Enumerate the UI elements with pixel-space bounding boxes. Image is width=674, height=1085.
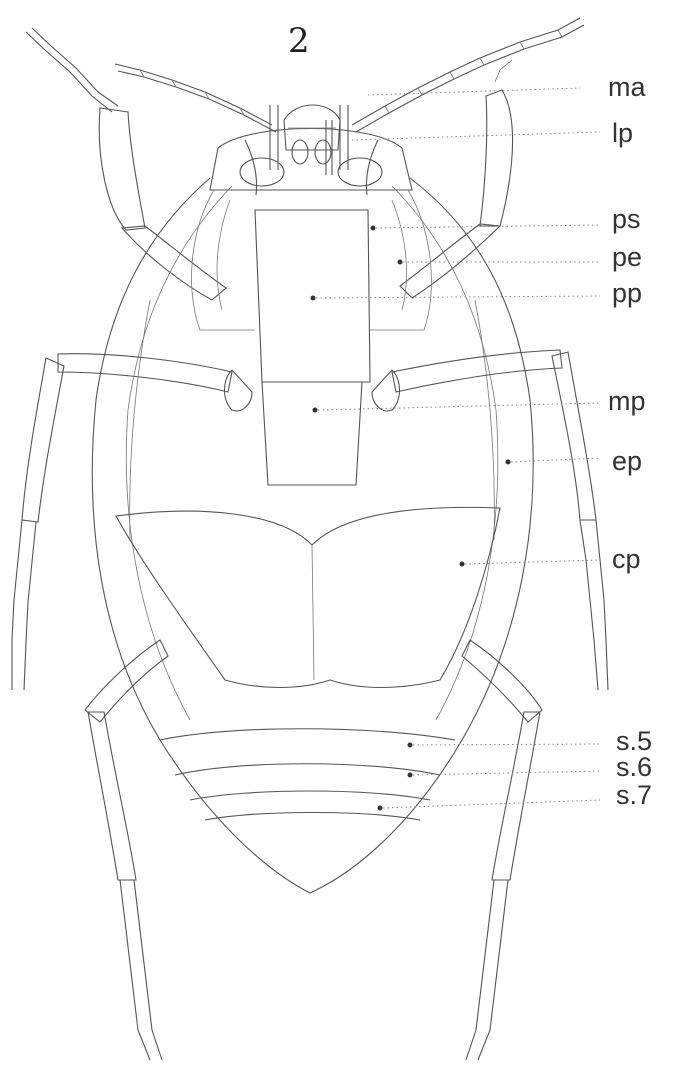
label-s6: s.6: [616, 752, 652, 782]
mesosternum: [225, 370, 400, 485]
hind-legs: [85, 640, 542, 1060]
leader-lines: [311, 88, 601, 811]
label-pe: pe: [612, 242, 642, 272]
label-cp: cp: [612, 544, 641, 574]
antennae: [115, 18, 584, 175]
label-ma: ma: [608, 72, 646, 102]
labels: ma lp ps pe pp mp ep cp s.5 s.6 s.7: [608, 72, 652, 810]
figure-number: 2: [288, 21, 310, 61]
head: [210, 105, 412, 195]
pronotum: [192, 190, 432, 382]
label-pp: pp: [612, 278, 642, 308]
label-ps: ps: [612, 204, 641, 234]
body-outline: [92, 178, 533, 893]
label-lp: lp: [612, 118, 633, 148]
coxal-plates: [116, 507, 500, 687]
middle-legs: [12, 350, 608, 690]
label-ep: ep: [612, 446, 642, 476]
label-mp: mp: [608, 386, 646, 416]
label-s7: s.7: [616, 780, 652, 810]
front-legs: [26, 28, 513, 300]
